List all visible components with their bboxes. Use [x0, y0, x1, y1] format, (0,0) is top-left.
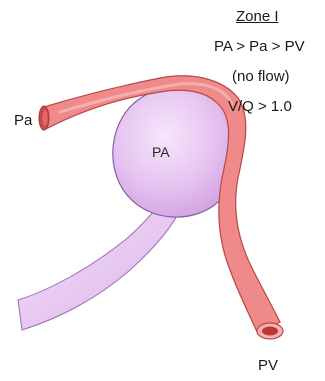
pressure-relation: PA > Pa > PV [214, 38, 305, 56]
alveolar-duct [18, 205, 178, 330]
arterial-pressure-label: Pa [14, 112, 32, 130]
vq-ratio: V/Q > 1.0 [228, 98, 292, 116]
alveolar-pressure-label: PA [152, 143, 170, 161]
flow-note: (no flow) [232, 68, 290, 86]
venous-pressure-label: PV [258, 357, 278, 375]
zone-title: Zone I [236, 8, 279, 26]
